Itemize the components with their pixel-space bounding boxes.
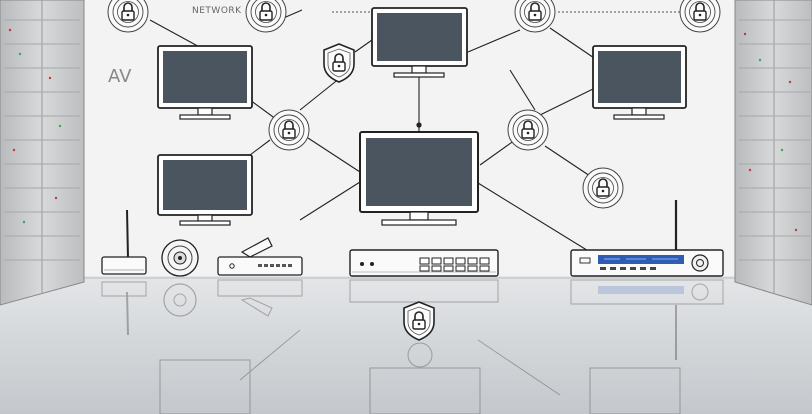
floor-reflection <box>101 279 724 414</box>
network-label: NETWORK <box>192 6 242 16</box>
router-icon <box>570 200 724 277</box>
speaker-icon <box>161 239 199 277</box>
monitor-icon <box>592 45 687 120</box>
lock-icon <box>508 110 548 150</box>
lock-icon <box>583 168 623 208</box>
shield-lock-icon <box>404 302 434 340</box>
server-rack-icon <box>0 0 85 306</box>
shield-lock-icon <box>324 44 354 82</box>
floor <box>0 276 812 414</box>
router-icon <box>349 249 499 277</box>
server-rack-icon <box>734 0 812 306</box>
av-label: AV <box>108 66 132 87</box>
monitor-icon <box>371 7 468 78</box>
monitor-icon <box>157 154 253 226</box>
monitor-icon <box>359 131 479 226</box>
lock-icon <box>269 110 309 150</box>
router-icon <box>101 209 147 275</box>
router-icon <box>217 237 303 276</box>
monitor-icon <box>157 45 253 120</box>
